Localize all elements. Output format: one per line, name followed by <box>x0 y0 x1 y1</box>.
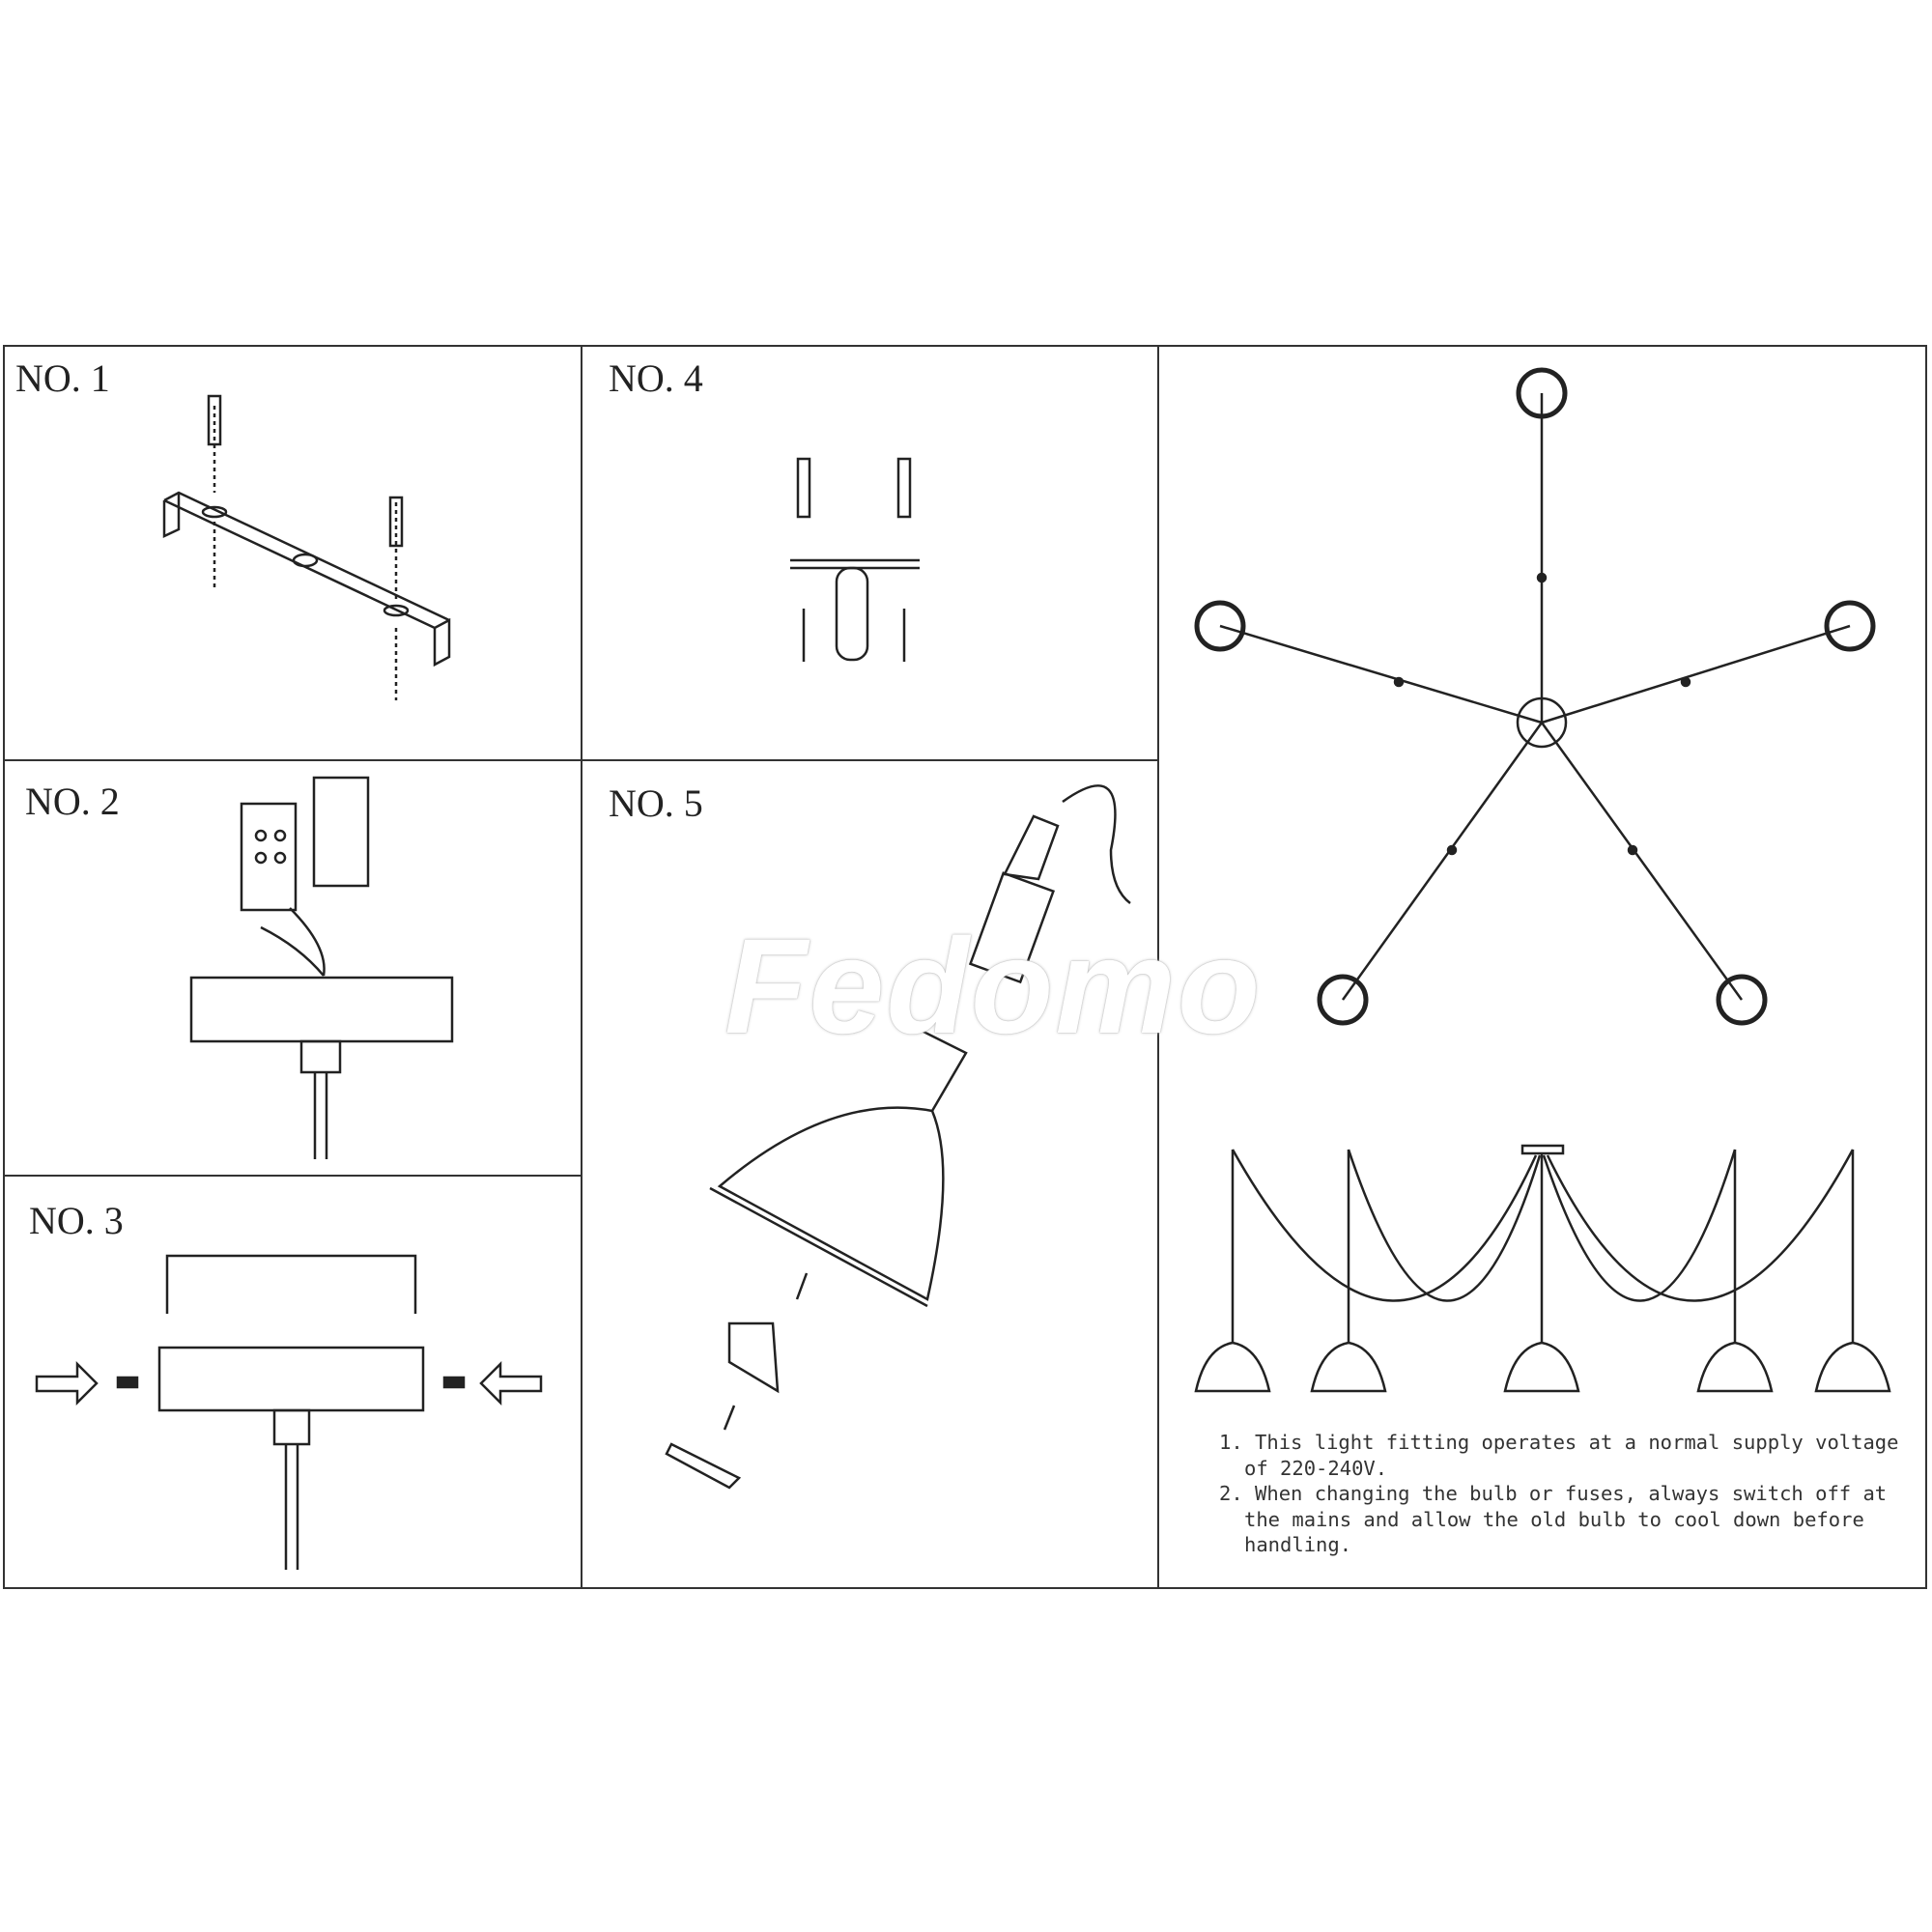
step-3-label: NO. 3 <box>29 1199 124 1242</box>
safety-notes: 1. This light fitting operates at a norm… <box>1219 1430 1932 1558</box>
instruction-frame <box>3 345 1927 1589</box>
ceiling-plate-wiring-drawing <box>189 776 454 1159</box>
watermark: Fedomo <box>724 910 1263 1062</box>
shade-bulbholder-drawing <box>665 784 1131 1490</box>
canopy-screws-drawing <box>35 1254 543 1570</box>
step-1-label: NO. 1 <box>15 356 110 400</box>
divider <box>1157 345 1159 1589</box>
mounting-bracket-drawing <box>162 394 451 700</box>
step-5-label: NO. 5 <box>609 781 703 825</box>
step-2-label: NO. 2 <box>25 780 120 823</box>
note-1: 1. This light fitting operates at a norm… <box>1219 1431 1899 1480</box>
divider <box>3 1175 582 1177</box>
note-2: 2. When changing the bulb or fuses, alwa… <box>1219 1482 1888 1556</box>
divider <box>581 345 582 1589</box>
chandelier-top-view-drawing <box>1194 367 1876 1026</box>
hook-bracket-drawing <box>790 457 920 662</box>
divider <box>3 759 1159 761</box>
chandelier-side-view-drawing <box>1194 1144 1891 1393</box>
step-4-label: NO. 4 <box>609 356 703 400</box>
